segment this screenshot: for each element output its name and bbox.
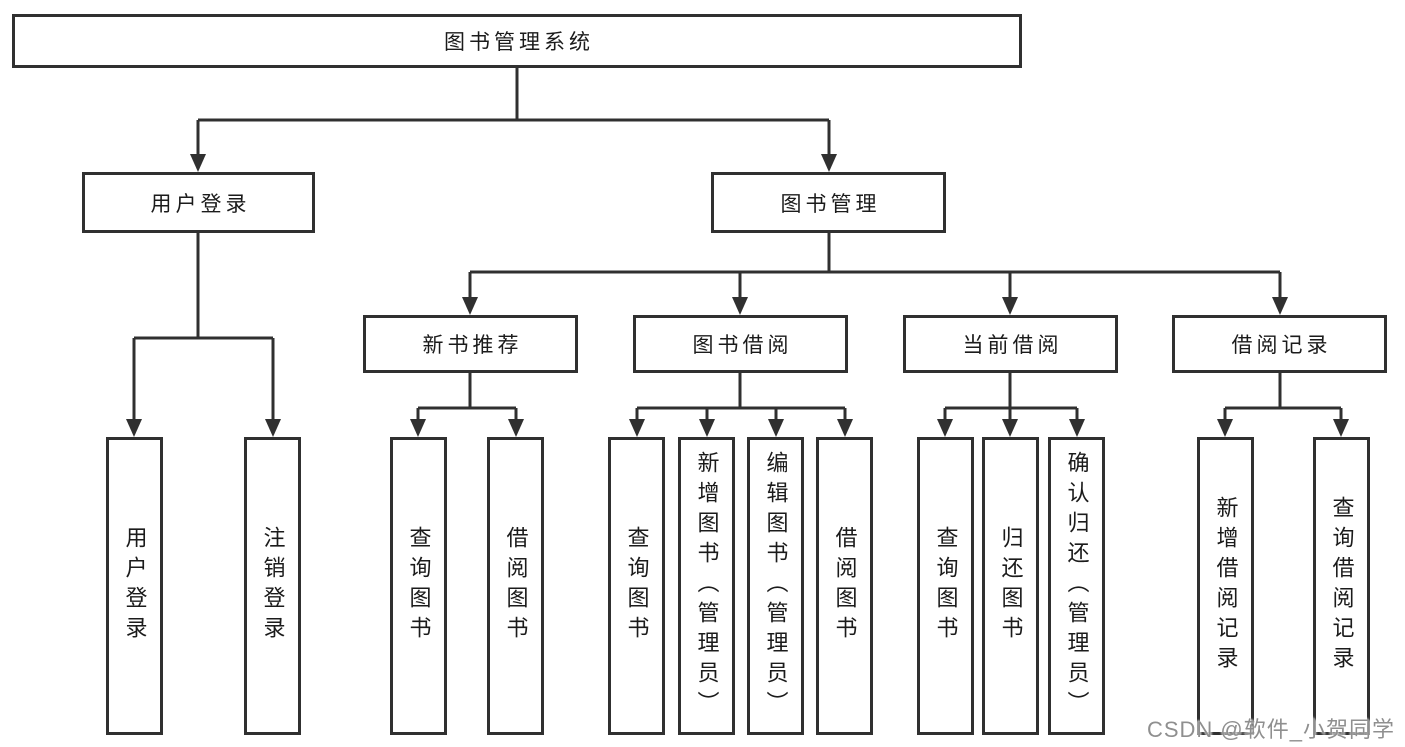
node-leaf-current-query-books: 查询图书: [917, 437, 974, 735]
node-book-borrowing: 图书借阅: [633, 315, 848, 373]
node-user-login: 用户登录: [82, 172, 315, 233]
node-leaf-current-confirm-return-admin: 确认归还（管理员）: [1048, 437, 1105, 735]
node-leaf-rec-query-books: 查询图书: [390, 437, 447, 735]
node-borrowing-records: 借阅记录: [1172, 315, 1387, 373]
node-leaf-borrow-query-books: 查询图书: [608, 437, 665, 735]
node-leaf-current-return-books: 归还图书: [982, 437, 1039, 735]
node-current-borrowing: 当前借阅: [903, 315, 1118, 373]
node-leaf-borrow-add-books-admin: 新增图书（管理员）: [678, 437, 735, 735]
node-root-library-system: 图书管理系统: [12, 14, 1022, 68]
node-leaf-borrow-edit-books-admin: 编辑图书（管理员）: [747, 437, 804, 735]
arrowheads: [126, 154, 1349, 437]
node-leaf-user-login: 用户登录: [106, 437, 163, 735]
node-book-management: 图书管理: [711, 172, 946, 233]
node-new-book-recommendation: 新书推荐: [363, 315, 578, 373]
csdn-watermark: CSDN @软件_小贺同学: [1146, 717, 1395, 742]
node-leaf-borrow-borrow-books: 借阅图书: [816, 437, 873, 735]
node-leaf-rec-borrow-books: 借阅图书: [487, 437, 544, 735]
node-leaf-records-add-record: 新增借阅记录: [1197, 437, 1254, 735]
node-leaf-logout: 注销登录: [244, 437, 301, 735]
node-leaf-records-query-record: 查询借阅记录: [1313, 437, 1370, 735]
